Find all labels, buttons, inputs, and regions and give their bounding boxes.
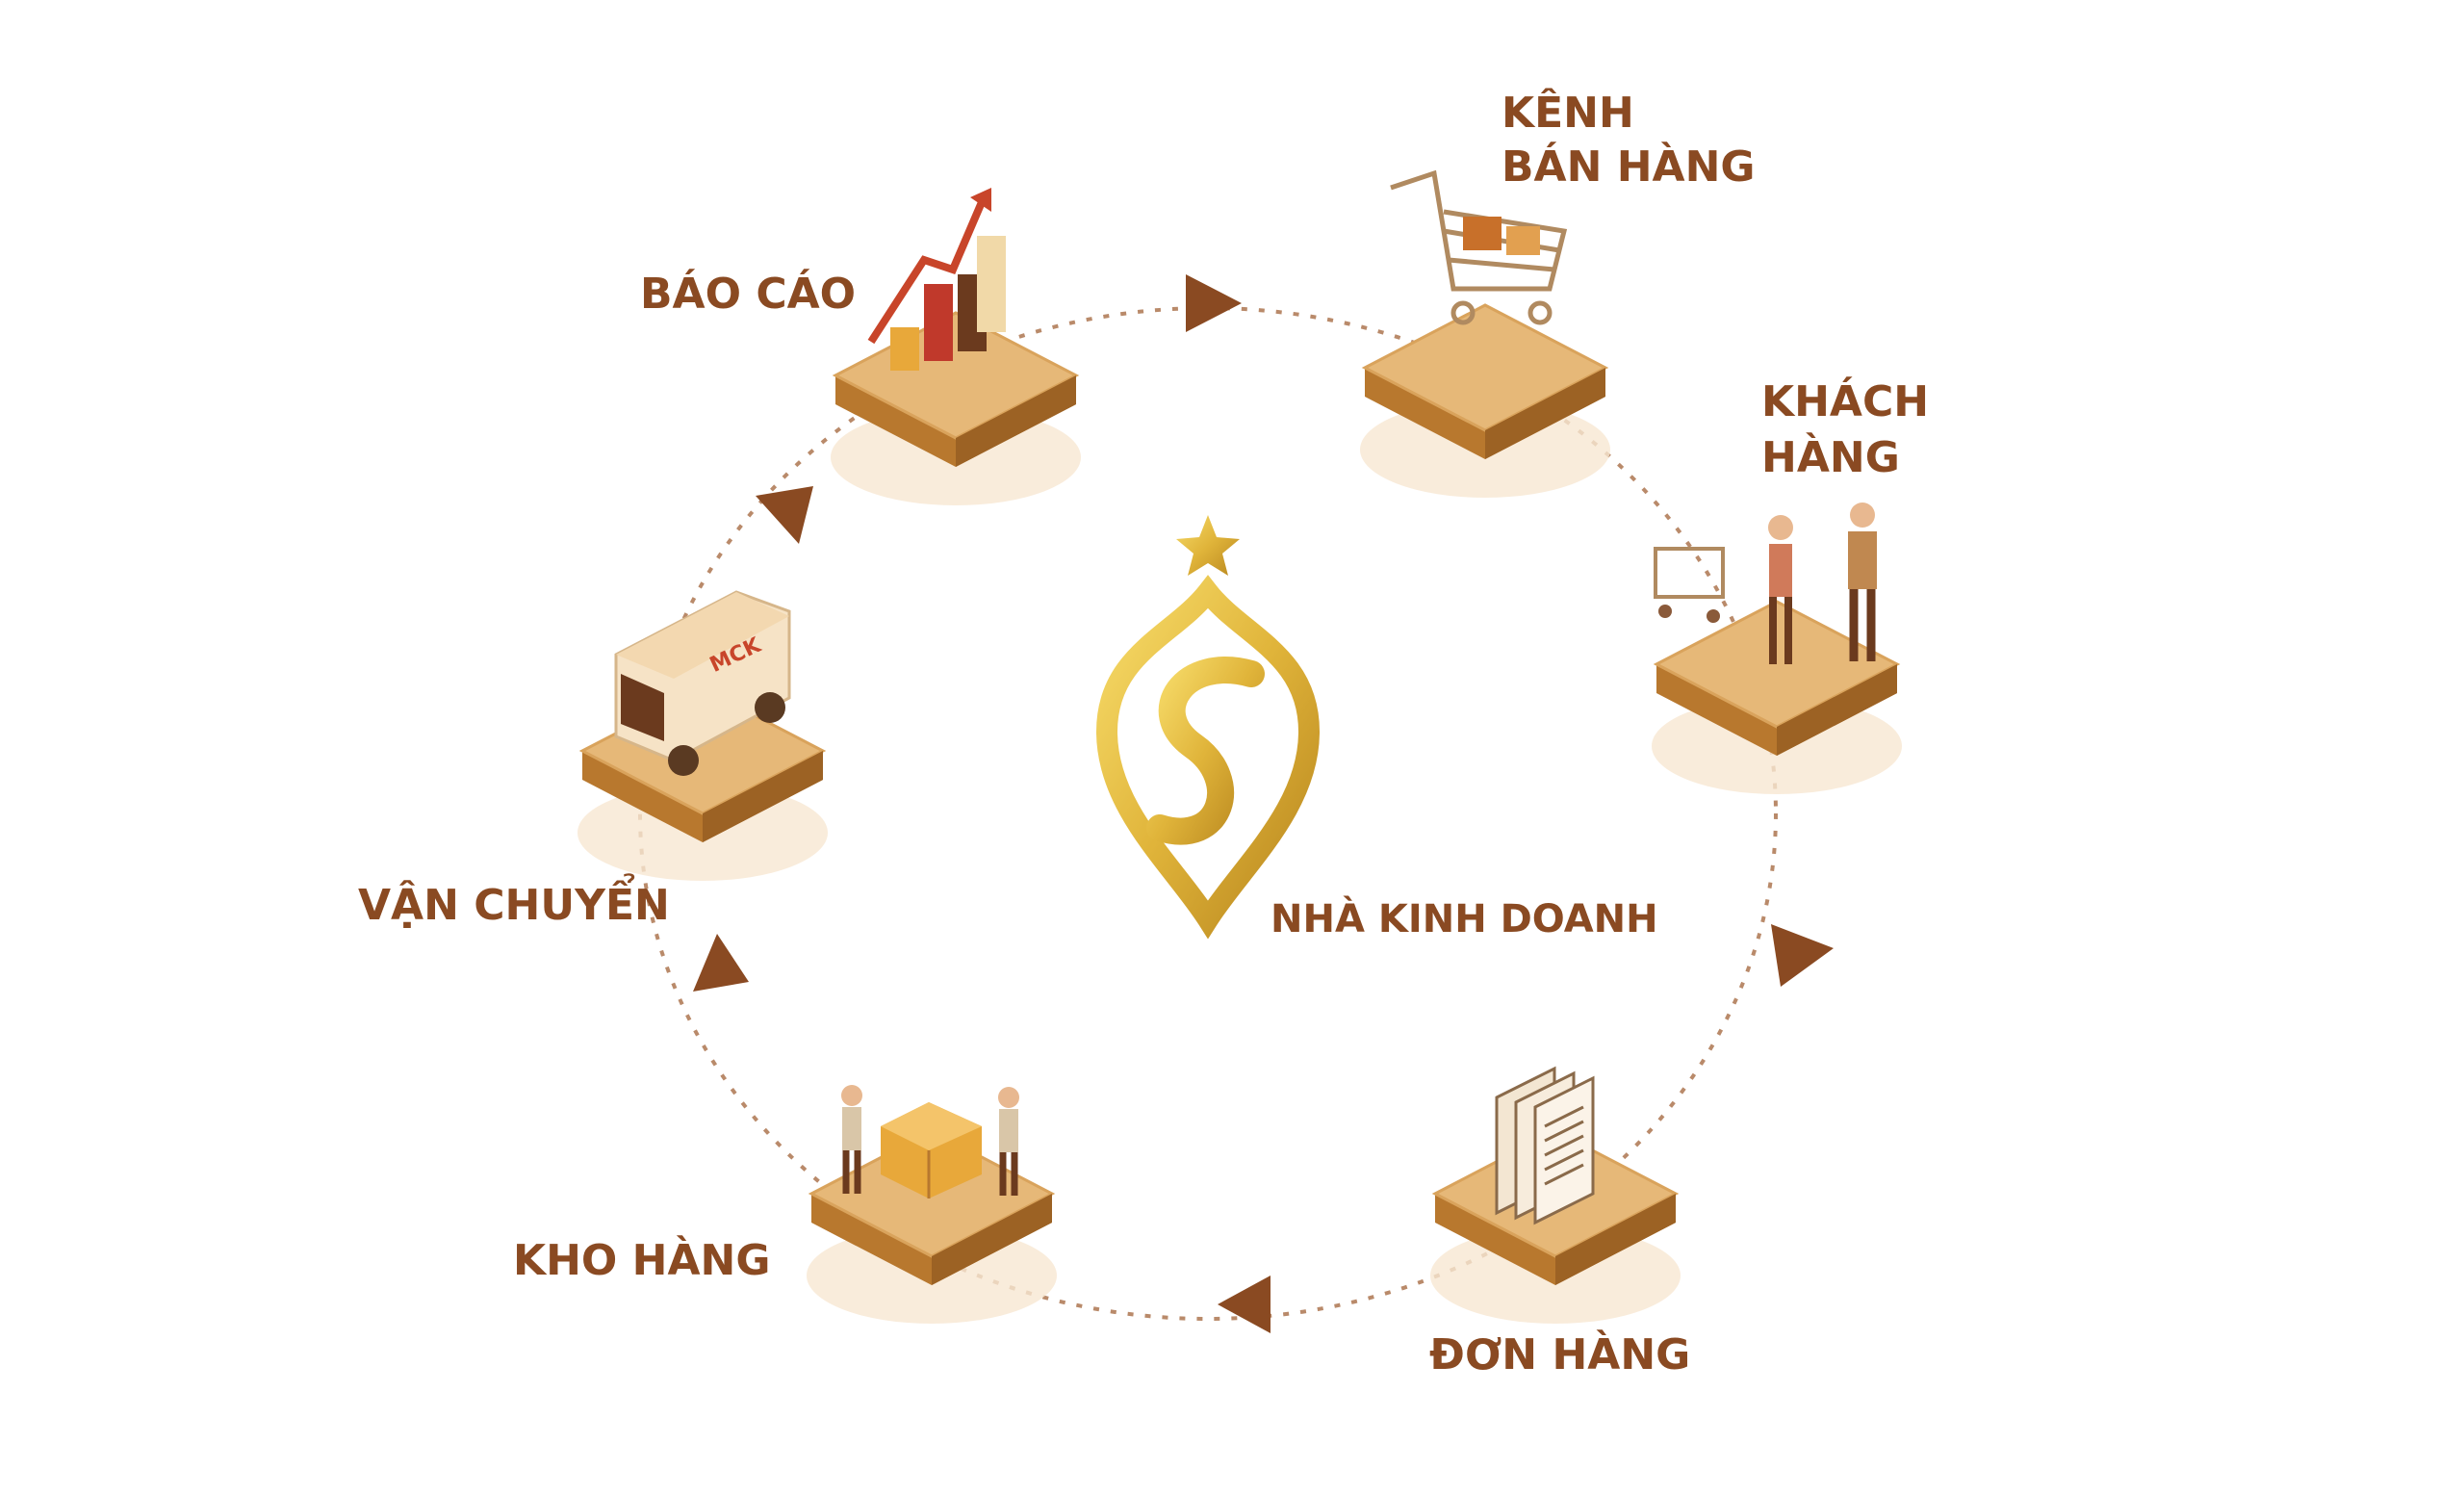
warehouse-boxes-icon [841, 1085, 1019, 1199]
star-icon [1176, 515, 1240, 576]
arrow-up-right-icon [756, 486, 813, 544]
node-kenh-ban-hang[interactable]: KÊNH BÁN HÀNG [1358, 87, 1756, 500]
arrow-up-icon [693, 934, 749, 992]
delivery-truck-icon: MCK [614, 590, 791, 776]
node-label-line2: BÁN HÀNG [1502, 141, 1756, 192]
node-van-chuyen[interactable]: MCK VẬN CHUYỂN [358, 590, 830, 930]
node-bao-cao[interactable]: BÁO CÁO [640, 188, 1083, 507]
arrow-down-right-icon [1771, 924, 1834, 987]
node-don-hang[interactable]: ĐƠN HÀNG [1428, 1066, 1690, 1379]
shopping-cart-icon [1390, 169, 1568, 325]
node-label: ĐƠN HÀNG [1429, 1328, 1690, 1379]
node-label: BÁO CÁO [640, 268, 856, 319]
node-kho-hang[interactable]: KHO HÀNG [513, 1085, 1059, 1326]
center-label: NHÀ KINH DOANH [1270, 895, 1658, 941]
documents-icon [1495, 1066, 1595, 1225]
center-logo: NHÀ KINH DOANH [1095, 515, 1658, 941]
arrow-left-icon [1218, 1276, 1270, 1333]
arrow-right-icon [1186, 274, 1242, 332]
node-label: VẬN CHUYỂN [358, 872, 670, 930]
node-label-line1: KHÁCH [1761, 375, 1929, 426]
node-label-line1: KÊNH [1502, 87, 1634, 138]
bar-chart-icon [867, 188, 1006, 371]
node-khach-hang[interactable]: KHÁCH HÀNG [1650, 375, 1929, 796]
node-label: KHO HÀNG [513, 1234, 770, 1285]
customers-icon [1654, 503, 1877, 664]
node-label-line2: HÀNG [1761, 431, 1900, 482]
